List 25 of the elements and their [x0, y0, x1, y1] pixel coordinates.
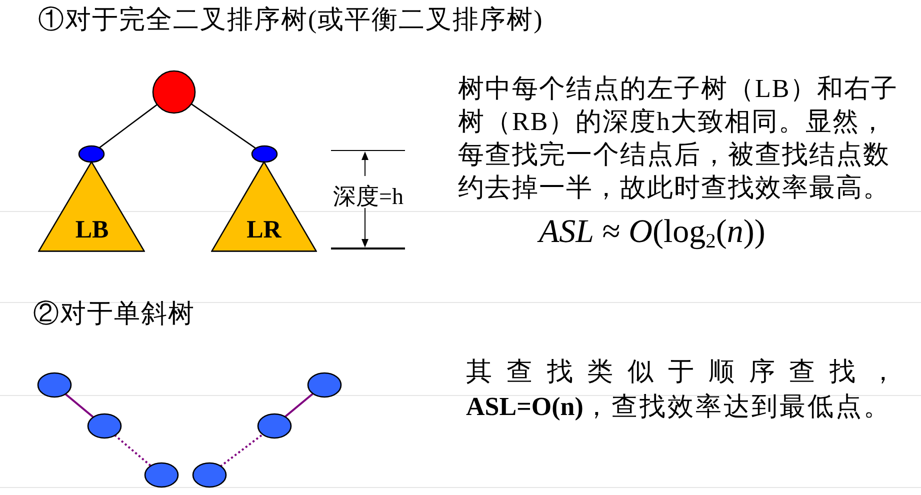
- section-heading: ②对于单斜树: [33, 298, 195, 328]
- subtree-triangle: [211, 161, 317, 252]
- section-heading: ①对于完全二叉排序树(或平衡二叉排序树): [38, 4, 544, 34]
- branch-line: [190, 103, 256, 149]
- node-ellipse: [192, 462, 226, 488]
- node-ellipse: [306, 372, 342, 398]
- node-ellipse: [86, 413, 122, 439]
- branch-line: [114, 434, 152, 467]
- dimension-label: 深度=h: [333, 183, 404, 211]
- node-ellipse: [250, 145, 278, 163]
- subtree-triangle: [38, 161, 145, 252]
- description-text: 其查找类似于顺序查找，ASL=O(n)，查找效率达到最低点。: [466, 356, 898, 422]
- branch-line: [64, 393, 94, 418]
- branch-line: [284, 392, 314, 418]
- description-text: 树中每个结点的左子树（LB）和右子树（RB）的深度h大致相同。显然，每查找完一个结点后，被查找结点数约去掉一半，故此时查找效率最高。: [458, 72, 900, 204]
- node-ellipse: [144, 462, 179, 488]
- node-ellipse: [257, 412, 292, 438]
- node-ellipse: [78, 145, 104, 163]
- branch-line: [220, 433, 264, 468]
- root-node-circle: [152, 70, 196, 114]
- subtree-label: LB: [75, 218, 109, 242]
- formula: ASL ≈ O(log$_{2}$(n)): [539, 213, 766, 252]
- branch-line: [98, 104, 158, 148]
- node-ellipse: [37, 372, 72, 398]
- subtree-label: LR: [246, 218, 282, 242]
